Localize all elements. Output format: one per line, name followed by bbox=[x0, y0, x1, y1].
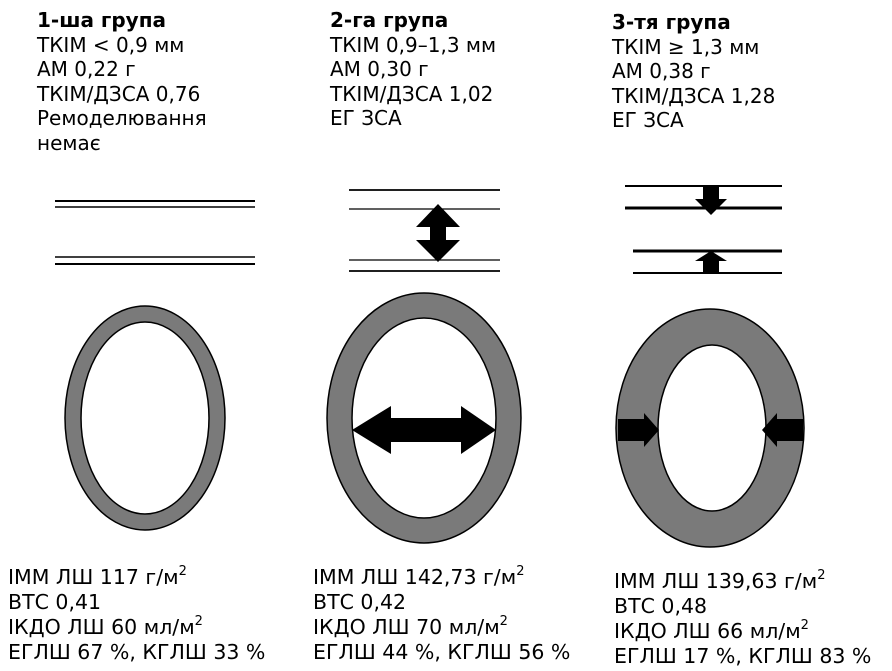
group-1-title: 1-ша група bbox=[37, 8, 167, 32]
group-3-lumen bbox=[657, 344, 767, 512]
group-2-stats: ІММ ЛШ 142,73 г/м2 ВТС 0,42 ІКДО ЛШ 70 м… bbox=[313, 565, 570, 665]
group-1-remodeling: Ремоделювання bbox=[37, 106, 207, 130]
group-1-eglsh: ЕГЛШ 67 %, КГЛШ 33 % bbox=[8, 640, 266, 664]
group-2-ratio: ТКІМ/ДЗСА 1,02 bbox=[330, 81, 494, 106]
group-1-vtc: ВТС 0,41 bbox=[8, 590, 102, 614]
group-3-title: 3-тя група bbox=[612, 10, 731, 34]
group-3-eglsh: ЕГЛШ 17 %, КГЛШ 83 % bbox=[614, 644, 872, 668]
group-1-ikdo: ІКДО ЛШ 60 мл/м2 bbox=[8, 614, 203, 639]
group-3-wall-lines bbox=[625, 185, 782, 274]
group-3-ratio: ТКІМ/ДЗСА 1,28 bbox=[612, 83, 776, 108]
group-2-am: АМ 0,30 г bbox=[330, 57, 429, 81]
group-1-stats: ІММ ЛШ 117 г/м2 ВТС 0,41 ІКДО ЛШ 60 мл/м… bbox=[8, 565, 265, 665]
group-3-eg: ЕГ ЗСА bbox=[612, 108, 684, 132]
group-3-stats: ІММ ЛШ 139,63 г/м2 ВТС 0,48 ІКДО ЛШ 66 м… bbox=[614, 569, 871, 669]
group-2-eglsh: ЕГЛШ 44 %, КГЛШ 56 % bbox=[313, 640, 571, 664]
group-3-tkim: ТКІМ ≥ 1,3 мм bbox=[612, 34, 760, 59]
group-2-tkim: ТКІМ 0,9–1,3 мм bbox=[330, 32, 497, 57]
group-3-left-arrow-icon bbox=[618, 413, 659, 447]
group-1-imm: ІММ ЛШ 117 г/м2 bbox=[8, 564, 187, 589]
group-2-vertical-arrow-icon bbox=[416, 204, 460, 262]
group-3-right-arrow-icon bbox=[762, 413, 803, 447]
group-2-title: 2-га група bbox=[330, 8, 449, 32]
group-1-tkim: ТКІМ < 0,9 мм bbox=[37, 32, 185, 57]
group-3-vtc: ВТС 0,48 bbox=[614, 594, 708, 618]
group-3-down-arrow-icon bbox=[695, 187, 727, 215]
group-2-vtc: ВТС 0,42 bbox=[313, 590, 407, 614]
group-3-ikdo: ІКДО ЛШ 66 мл/м2 bbox=[614, 618, 809, 643]
group-2-wall-lines bbox=[349, 189, 500, 272]
group-2-eg: ЕГ ЗСА bbox=[330, 106, 402, 130]
group-1-remodeling-cont: немає bbox=[37, 130, 101, 155]
group-1-wall-lines bbox=[55, 200, 255, 265]
group-1-header: 1-ша група ТКІМ < 0,9 мм АМ 0,22 г ТКІМ/… bbox=[37, 8, 207, 155]
group-2-header: 2-га група ТКІМ 0,9–1,3 мм АМ 0,30 г ТКІ… bbox=[330, 8, 496, 131]
group-2-ikdo: ІКДО ЛШ 70 мл/м2 bbox=[313, 614, 508, 639]
group-1-ratio: ТКІМ/ДЗСА 0,76 bbox=[37, 81, 201, 106]
group-3-imm: ІММ ЛШ 139,63 г/м2 bbox=[614, 568, 826, 593]
group-2-horizontal-arrow-icon bbox=[352, 406, 496, 454]
group-3-am: АМ 0,38 г bbox=[612, 59, 711, 83]
group-1-am: АМ 0,22 г bbox=[37, 57, 136, 81]
group-3-header: 3-тя група ТКІМ ≥ 1,3 мм АМ 0,38 г ТКІМ/… bbox=[612, 10, 775, 133]
group-3-up-arrow-icon bbox=[695, 251, 727, 272]
group-1-lumen bbox=[80, 321, 210, 515]
group-2-imm: ІММ ЛШ 142,73 г/м2 bbox=[313, 564, 525, 589]
